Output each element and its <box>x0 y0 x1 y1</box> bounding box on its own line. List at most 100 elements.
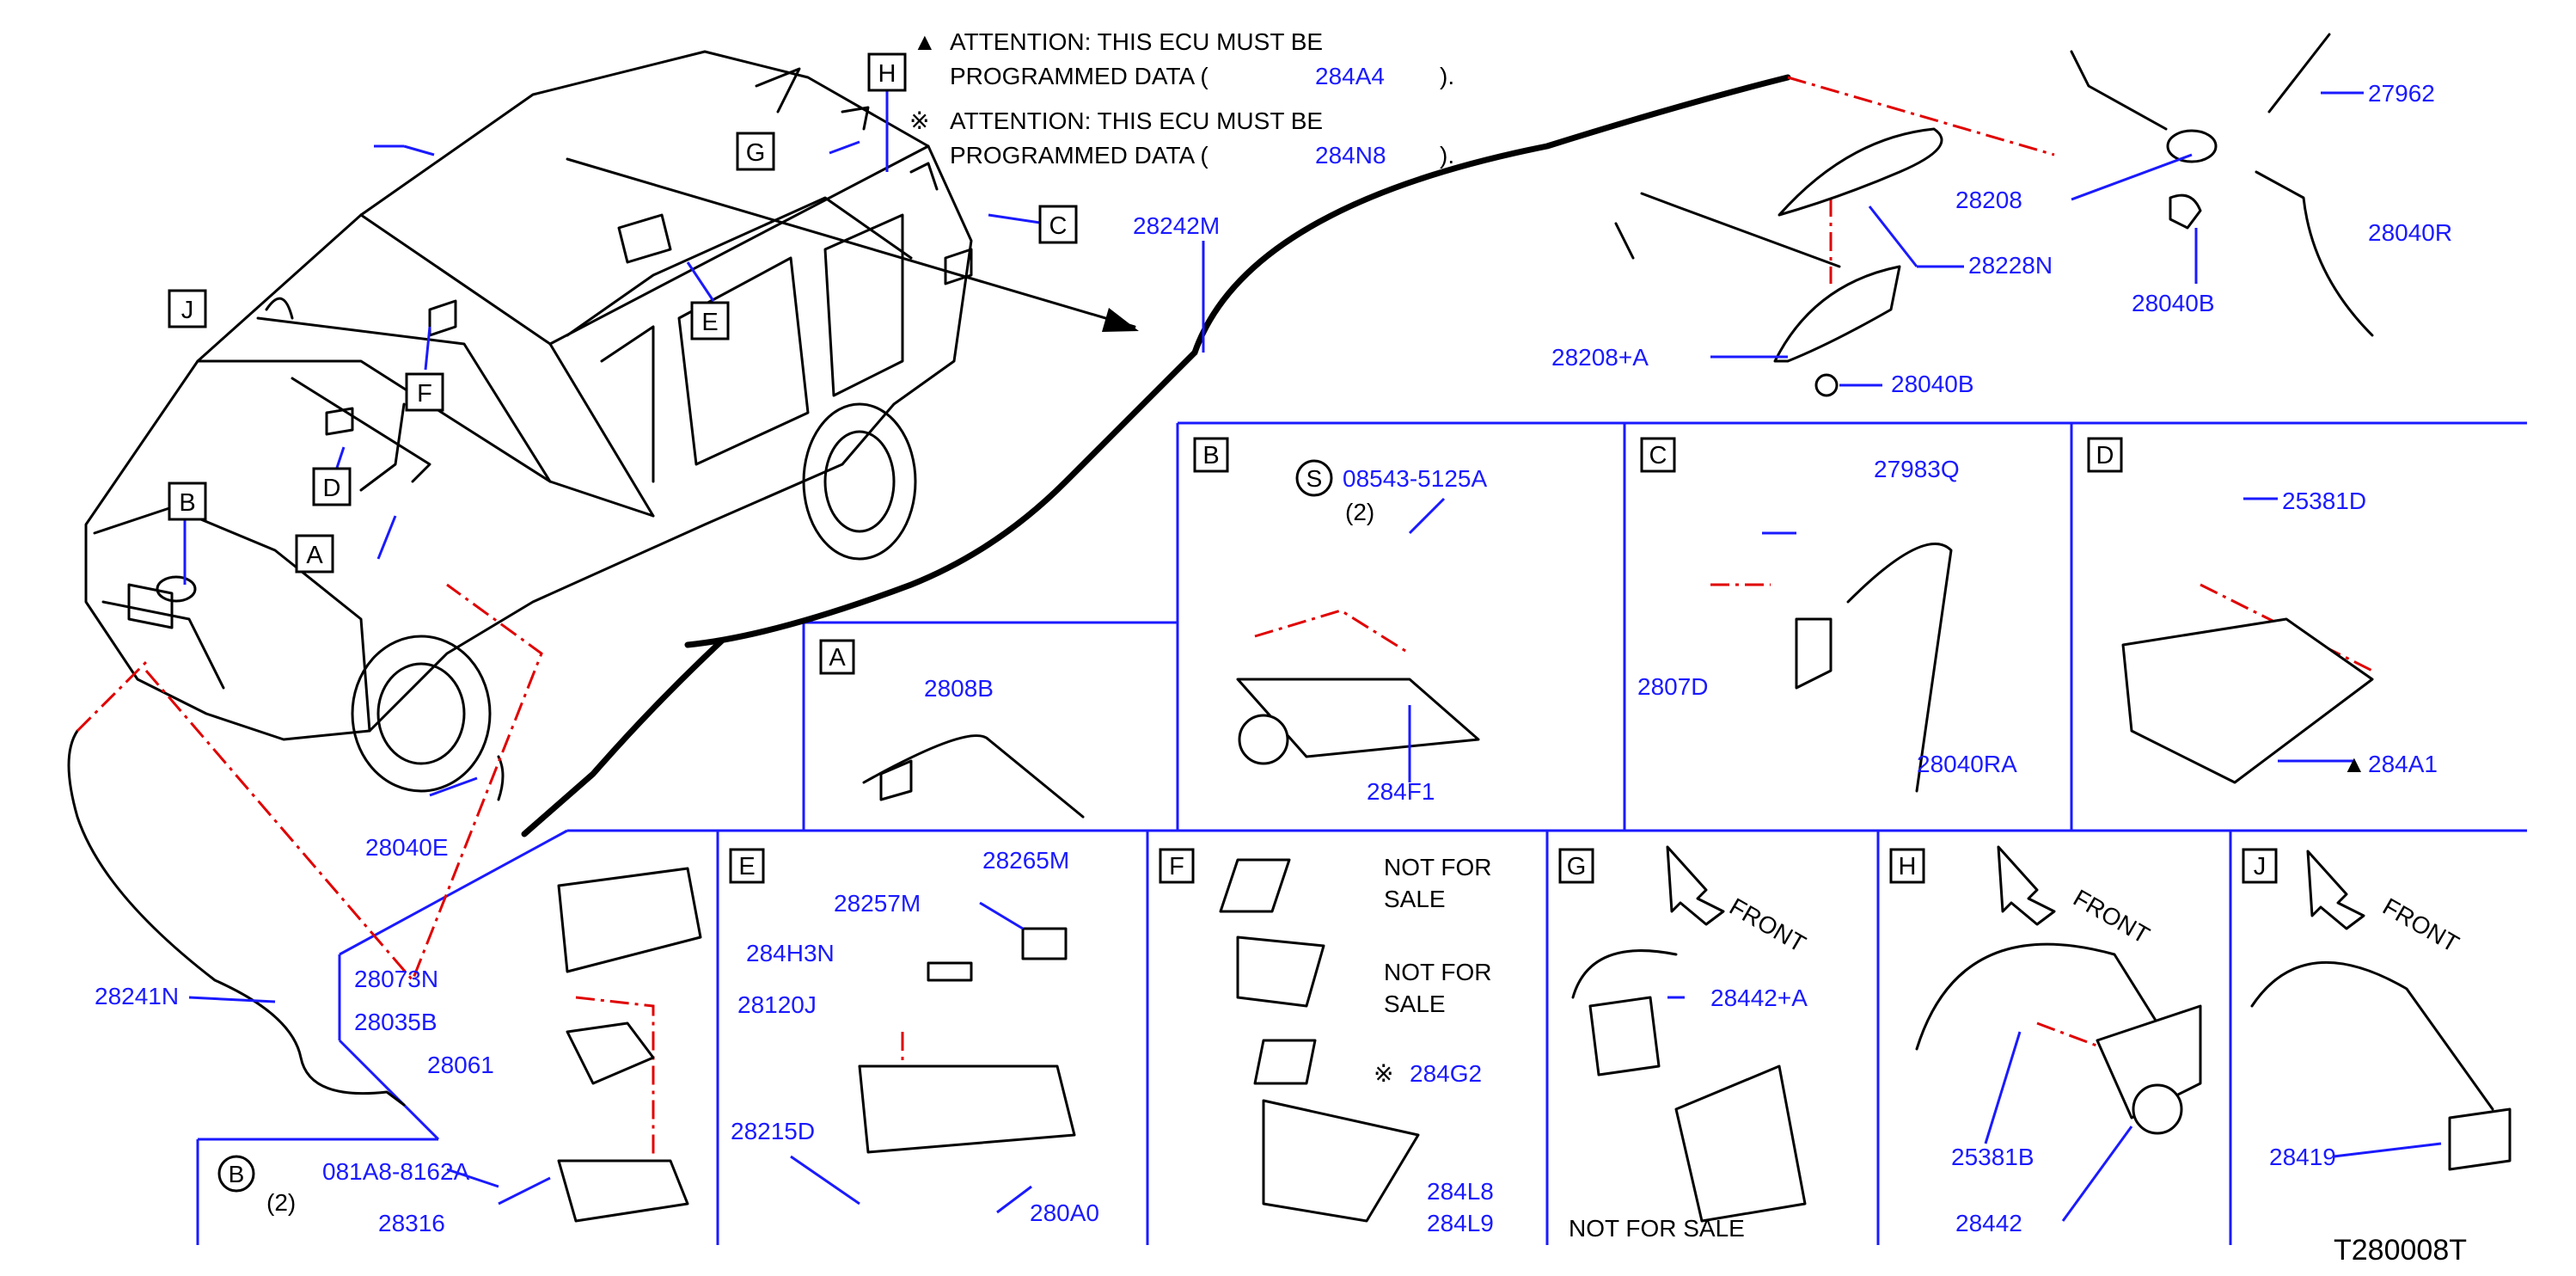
svg-text:S: S <box>1306 465 1323 492</box>
top-right-parts <box>1614 33 2374 397</box>
label-284H3N: 284H3N <box>746 940 835 966</box>
svg-text:▲: ▲ <box>2342 751 2366 777</box>
svg-text:FRONT: FRONT <box>1725 893 1810 957</box>
svg-text:284N8: 284N8 <box>1315 142 1386 169</box>
label-28035B: 28035B <box>354 1009 437 1035</box>
label-28442A: 28442+A <box>1710 985 1808 1011</box>
panel-D-header: D <box>2087 437 2123 473</box>
svg-text:A: A <box>306 542 323 569</box>
svg-text:ATTENTION: THIS ECU MUST BE: ATTENTION: THIS ECU MUST BE <box>950 28 1323 55</box>
svg-text:H: H <box>878 60 896 88</box>
svg-text:SALE: SALE <box>1384 991 1446 1017</box>
label-28419: 28419 <box>2269 1144 2336 1170</box>
svg-text:C: C <box>1049 212 1068 240</box>
label-280A0: 280A0 <box>1030 1199 1099 1226</box>
panel-J-header: J <box>2242 848 2278 884</box>
label-28228N: 28228N <box>1968 252 2053 279</box>
label-2807D: 2807D <box>1637 673 1709 700</box>
svg-text:NOT FOR: NOT FOR <box>1384 959 1491 985</box>
panel-G-header: G <box>1558 848 1594 884</box>
callout-B: B <box>168 482 207 521</box>
label-28040RA: 28040RA <box>1917 751 2017 777</box>
svg-text:FRONT: FRONT <box>2069 884 2154 948</box>
svg-text:PROGRAMMED DATA (: PROGRAMMED DATA ( <box>950 63 1208 89</box>
attention-notes: ▲ ATTENTION: THIS ECU MUST BE PROGRAMMED… <box>909 28 1454 169</box>
label-2808B: 2808B <box>924 675 994 702</box>
label-28208: 28208 <box>1955 187 2022 213</box>
label-081A8-8162A: 081A8-8162A <box>322 1158 470 1185</box>
callout-boxes <box>183 82 1058 585</box>
callout-C: C <box>1038 205 1078 244</box>
panel-C-header: C <box>1640 437 1676 473</box>
label-284A1: 284A1 <box>2368 751 2438 777</box>
front-arrow-j: FRONT <box>2306 850 2463 957</box>
svg-text:NOT FOR SALE: NOT FOR SALE <box>1569 1215 1745 1242</box>
label-28316: 28316 <box>378 1210 445 1236</box>
part-labels: 28242M 27962 28208 28228N 28040R 28040B … <box>95 80 2452 1242</box>
label-28040B-top: 28040B <box>2132 290 2215 316</box>
panel-sketches <box>557 543 2512 1223</box>
svg-text:C: C <box>1649 442 1667 469</box>
label-28442: 28442 <box>1955 1210 2022 1236</box>
svg-text:G: G <box>746 139 766 167</box>
svg-text:SALE: SALE <box>1384 886 1446 912</box>
label-28040R: 28040R <box>2368 219 2452 246</box>
svg-text:B: B <box>1202 442 1219 469</box>
svg-text:▲: ▲ <box>913 28 937 55</box>
svg-text:D: D <box>323 475 341 502</box>
callout-D: D <box>312 467 352 506</box>
red-connectors <box>76 76 2373 1161</box>
label-28061: 28061 <box>427 1052 494 1078</box>
panel-F-header: F <box>1159 848 1195 884</box>
svg-text:※: ※ <box>909 107 929 134</box>
svg-text:G: G <box>1567 853 1587 880</box>
svg-text:PROGRAMMED DATA (: PROGRAMMED DATA ( <box>950 142 1208 169</box>
label-284F1: 284F1 <box>1367 778 1435 805</box>
callout-F: F <box>405 372 444 412</box>
svg-text:J: J <box>181 297 194 324</box>
front-arrow-g: FRONT <box>1666 845 1810 957</box>
label-28257M: 28257M <box>834 890 921 917</box>
panel-A-header: A <box>819 639 855 675</box>
label-28265M: 28265M <box>982 847 1069 874</box>
svg-text:E: E <box>738 853 755 880</box>
leader-lines <box>188 91 2442 1222</box>
label-28241N: 28241N <box>95 983 179 1009</box>
svg-text:D: D <box>2096 442 2114 469</box>
svg-text:FRONT: FRONT <box>2378 893 2463 957</box>
label-284G2: 284G2 <box>1410 1060 1482 1087</box>
circled-b-mark: B <box>217 1155 255 1193</box>
label-25381B: 25381B <box>1951 1144 2034 1170</box>
label-27962: 27962 <box>2368 80 2435 107</box>
direction-arrow <box>566 157 1139 332</box>
svg-text:J: J <box>2254 853 2267 880</box>
svg-text:H: H <box>1899 853 1917 880</box>
svg-text:284A4: 284A4 <box>1315 63 1385 89</box>
vehicle-drawing <box>84 50 973 801</box>
label-28208A: 28208+A <box>1551 344 1649 371</box>
panel-B-header: B <box>1193 437 1229 473</box>
callout-A: A <box>295 534 334 574</box>
svg-text:E: E <box>701 309 718 336</box>
svg-text:(2): (2) <box>1345 499 1374 525</box>
label-28040B-bottom: 28040B <box>1891 371 1974 397</box>
label-28215D: 28215D <box>731 1118 815 1144</box>
svg-text:※: ※ <box>1374 1060 1393 1087</box>
callout-H: H <box>867 52 907 92</box>
panel-grid <box>196 421 2527 1245</box>
panel-E-header: E <box>729 848 765 884</box>
label-284L9: 284L9 <box>1427 1210 1494 1236</box>
diagram-id: T280008T <box>2334 1234 2467 1267</box>
callout-E: E <box>690 301 730 340</box>
label-28242M: 28242M <box>1133 212 1220 239</box>
label-284L8: 284L8 <box>1427 1178 1494 1205</box>
callout-G: G <box>736 132 775 171</box>
label-28040E: 28040E <box>365 834 449 861</box>
label-27983Q: 27983Q <box>1874 456 1960 482</box>
svg-text:A: A <box>829 644 846 672</box>
circled-s-mark: S <box>1295 459 1333 497</box>
svg-text:NOT FOR: NOT FOR <box>1384 854 1491 880</box>
front-arrow-h: FRONT <box>1997 845 2154 948</box>
